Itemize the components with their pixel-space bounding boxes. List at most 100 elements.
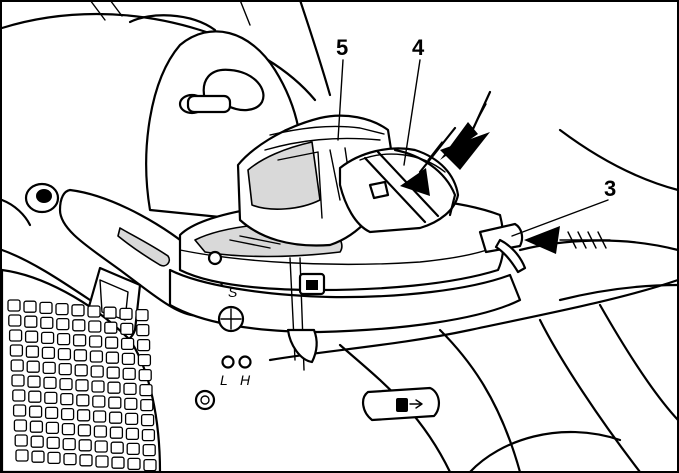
grille-cell (40, 331, 55, 345)
grille-cell (87, 305, 101, 318)
ring-latch (298, 272, 326, 296)
cooling-grille (0, 268, 162, 473)
grille-cell (140, 398, 154, 412)
grille-cell (104, 336, 119, 349)
grille-cell (9, 344, 24, 357)
grille-cell (106, 366, 120, 379)
grille-cell (60, 407, 75, 421)
grille-cell (12, 389, 26, 402)
marking-l: L (220, 372, 228, 388)
grille-cell (56, 317, 70, 331)
grille-cell (124, 412, 139, 426)
grille-cell (108, 411, 123, 424)
grille-cell (28, 405, 43, 418)
grille-cell (78, 439, 92, 452)
grille-cell (93, 425, 108, 438)
grille-cell (39, 301, 53, 315)
grille-cell (72, 334, 87, 347)
grille-cell (143, 458, 157, 472)
grille-cell (7, 299, 21, 312)
grille-cell (43, 376, 57, 390)
grille-cell (89, 350, 104, 363)
grille-cell (95, 455, 109, 468)
grille-cell (28, 390, 42, 403)
grille-cell (119, 307, 133, 321)
grille-cell (88, 320, 102, 333)
grille-cell (27, 375, 41, 388)
grille-cell (92, 410, 107, 423)
grille-cell (138, 368, 152, 382)
grille-cell (121, 352, 136, 366)
grille-cell (62, 437, 76, 451)
marking-h: H (240, 372, 251, 388)
grille-cell (14, 434, 28, 447)
grille-cell (30, 435, 44, 448)
grille-cell (59, 377, 73, 391)
grille-cell (79, 454, 93, 467)
grille-cell (136, 338, 151, 352)
cover-clip (478, 222, 527, 274)
grille-cell (72, 319, 86, 332)
grille-cell (46, 436, 60, 450)
grille-cell (103, 306, 117, 319)
grille-cell (124, 397, 138, 411)
marking-s: S (228, 284, 238, 300)
grille-cell (74, 364, 88, 377)
grille-cell (23, 300, 37, 313)
carb-adjustment (217, 305, 252, 369)
side-knob (24, 182, 60, 214)
grille-cell (125, 427, 140, 441)
grille-cell (61, 422, 76, 436)
grille-cell (44, 406, 59, 420)
callout-5: 5 (336, 35, 348, 60)
grille-cell (111, 456, 125, 469)
grille-cell (141, 428, 156, 442)
grille-cell (77, 424, 92, 437)
grille-cell (136, 323, 150, 337)
grille-cell (126, 442, 140, 456)
grille-cell (41, 346, 56, 360)
grille-cell (55, 302, 69, 316)
grille-cell (104, 321, 118, 334)
grille-cell (140, 413, 155, 427)
gear-screw (194, 389, 216, 411)
grille-cell (75, 379, 89, 392)
grille-cell (73, 349, 88, 362)
grille-cell (108, 396, 122, 409)
grille-cell (90, 365, 104, 378)
grille-cell (56, 332, 71, 346)
grille-cell (109, 426, 124, 439)
arrow-release-3 (524, 226, 611, 254)
grille-cell (123, 382, 137, 396)
grille-cell (24, 330, 39, 343)
choke-knob (178, 68, 265, 115)
grille-cell (10, 359, 24, 372)
leader-3 (511, 199, 609, 237)
grille-cell (25, 345, 40, 358)
grille-cell (142, 443, 156, 457)
grille-cell (135, 308, 149, 322)
grille-cell (139, 383, 153, 397)
grille-cell (57, 347, 72, 361)
grille-cell (105, 351, 120, 364)
grille-cell (137, 353, 152, 367)
grille-cell (12, 404, 27, 417)
grille-cell (94, 440, 108, 453)
arrow-press-4b (440, 90, 492, 170)
grille-cell (122, 367, 136, 381)
grille-cell (11, 374, 25, 387)
stop-switch (362, 386, 440, 422)
grille-cell (120, 322, 134, 336)
grille-cell (76, 394, 90, 407)
grille-cell (76, 409, 91, 422)
grille-cell (8, 314, 22, 327)
grille-cell (92, 395, 106, 408)
grille-cell (127, 457, 141, 471)
grille-cell (40, 316, 54, 330)
leader-lines (337, 59, 609, 237)
grille-cell (110, 441, 124, 454)
leader-5 (337, 59, 344, 141)
